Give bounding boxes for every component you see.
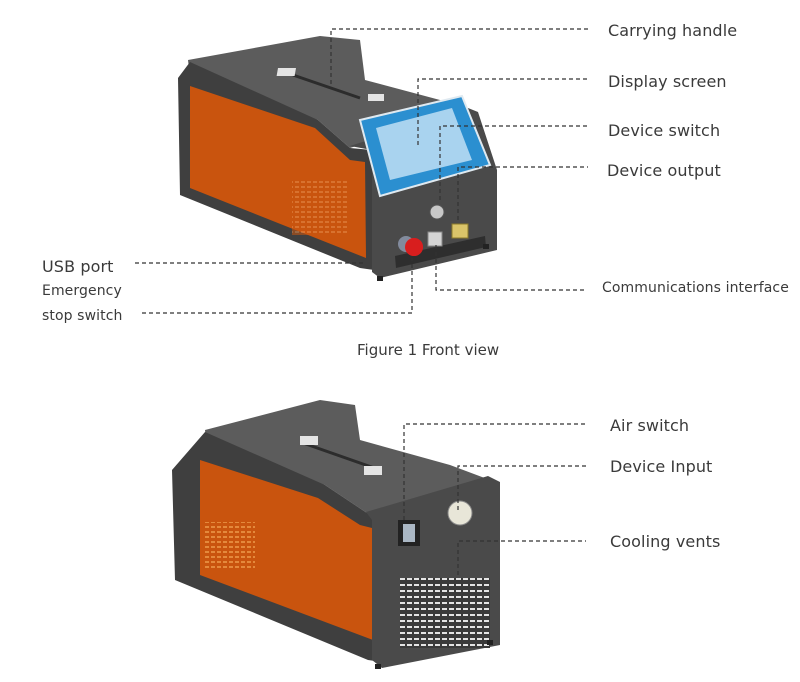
- front-leader-lines: [135, 28, 588, 314]
- label-device-output: Device output: [607, 161, 721, 180]
- label-emergency-line1: Emergency: [42, 283, 122, 299]
- label-display-screen: Display screen: [608, 72, 727, 91]
- label-device-input: Device Input: [610, 457, 713, 476]
- label-air-switch: Air switch: [610, 416, 690, 435]
- label-usb-port: USB port: [42, 257, 114, 276]
- label-carrying-handle: Carrying handle: [608, 21, 738, 40]
- label-cooling-vents: Cooling vents: [610, 532, 721, 551]
- figure-caption-front: Figure 1 Front view: [357, 341, 500, 359]
- front-view-device: [178, 36, 497, 281]
- label-communications-interface: Communications interface: [602, 280, 789, 296]
- rear-view-device: [172, 400, 500, 669]
- rear-leader-lines: [403, 423, 586, 575]
- side-vent-mesh: [292, 180, 347, 235]
- label-emergency-line2: stop switch: [42, 308, 123, 324]
- label-device-switch: Device switch: [608, 121, 721, 140]
